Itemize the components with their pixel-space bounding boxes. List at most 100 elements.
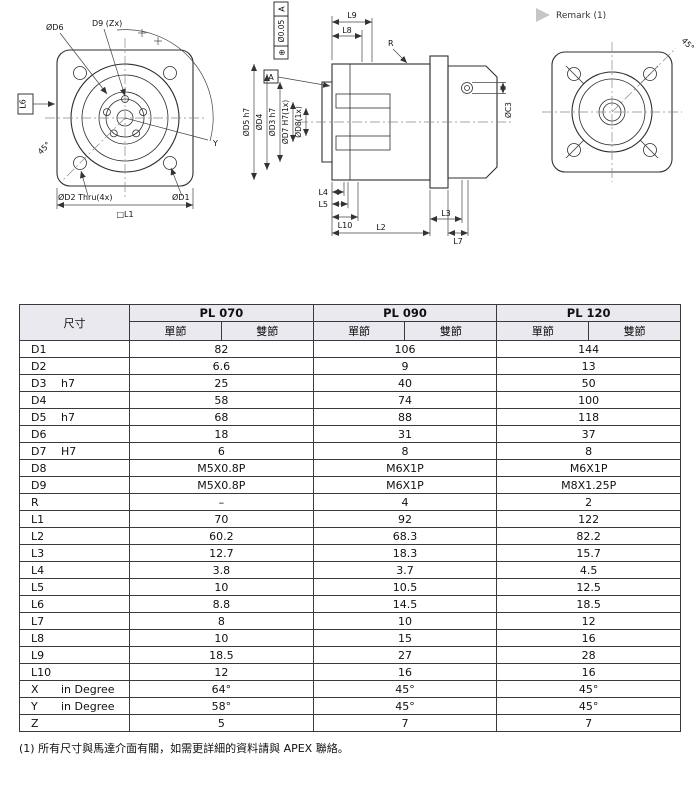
label-d5: ØD5 h7: [242, 108, 251, 137]
value-L9-PL090: 27: [312, 646, 498, 664]
mount-hole: [163, 156, 177, 170]
label-l2: L2: [376, 223, 386, 232]
mount-hole: [567, 143, 581, 157]
remark-triangle-icon: [536, 8, 550, 22]
label-l6: L6: [19, 99, 28, 109]
angle-arc: [116, 29, 214, 142]
label-r: R: [388, 39, 394, 48]
label-d6: ØD6: [46, 22, 64, 32]
datum-a-label: A: [268, 73, 274, 82]
fcf-symbol: ⊕: [278, 49, 287, 56]
mount-hole: [73, 66, 87, 80]
value-Y-PL090: 45°: [312, 697, 498, 715]
value-L5-PL070: 10: [129, 578, 314, 596]
section-cut-marks: [138, 29, 162, 45]
value-L10-PL120: 16: [496, 663, 681, 681]
value-L7-PL120: 12: [496, 612, 681, 630]
row-label-D1: D1: [19, 340, 130, 358]
value-L2-PL070: 60.2: [129, 527, 314, 545]
row-label-L3: L3: [19, 544, 130, 562]
row-label-D6: D6: [19, 425, 130, 443]
d9-tap-hole: [103, 108, 111, 116]
value-L4-PL120: 4.5: [496, 561, 681, 579]
value-L6-PL090: 14.5: [312, 595, 498, 613]
rear-view: 45°: [542, 36, 696, 182]
value-D5-PL120: 118: [496, 408, 681, 426]
value-L1-PL120: 122: [496, 510, 681, 528]
row-label-L10: L10: [19, 663, 130, 681]
label-angle-45-right: 45°: [680, 36, 696, 52]
value-D6-PL070: 18: [129, 425, 314, 443]
value-D3-PL070: 25: [129, 374, 314, 392]
label-angle-y: Y: [212, 139, 218, 148]
value-D1-PL090: 106: [312, 340, 498, 358]
value-D7-PL090: 8: [312, 442, 498, 460]
value-D1-PL070: 82: [129, 340, 314, 358]
value-L9-PL120: 28: [496, 646, 681, 664]
d2-leader: [79, 170, 89, 197]
value-D5-PL090: 88: [312, 408, 498, 426]
value-L4-PL090: 3.7: [312, 561, 498, 579]
value-L3-PL070: 12.7: [129, 544, 314, 562]
row-label-L1: L1: [19, 510, 130, 528]
label-l8: L8: [342, 26, 352, 35]
row-label-L8: L8: [19, 629, 130, 647]
value-D9-PL070: M5X0.8P: [129, 476, 314, 494]
value-D9-PL120: M8X1.25P: [496, 476, 681, 494]
label-remark: Remark (1): [556, 11, 606, 21]
row-label-D2: D2: [19, 357, 130, 375]
label-l5: L5: [318, 200, 328, 209]
y-angle-leg: [124, 117, 209, 141]
row-label-L9: L9: [19, 646, 130, 664]
label-l3: L3: [441, 209, 451, 218]
row-label-L7: L7: [19, 612, 130, 630]
value-D8-PL070: M5X0.8P: [129, 459, 314, 477]
dimension-table: 尺寸 PL 070 PL 090 PL 120 單節 雙節 單節 雙節 單節 雙…: [19, 304, 681, 732]
front-view: Y ØD6 D9 (Zx) L6 45° ØD2 Thru(4x) ØD1: [17, 19, 218, 219]
value-D2-PL090: 9: [312, 357, 498, 375]
value-D4-PL120: 100: [496, 391, 681, 409]
value-D9-PL090: M6X1P: [312, 476, 498, 494]
motor-adapter: [447, 65, 498, 179]
value-L3-PL090: 18.3: [312, 544, 498, 562]
value-D3-PL120: 50: [496, 374, 681, 392]
value-L7-PL090: 10: [312, 612, 498, 630]
row-label-L5: L5: [19, 578, 130, 596]
value-D5-PL070: 68: [129, 408, 314, 426]
mount-hole: [567, 67, 581, 81]
table-header-row-1: 尺寸 PL 070 PL 090 PL 120: [19, 304, 681, 341]
value-L10-PL090: 16: [312, 663, 498, 681]
value-L1-PL090: 92: [312, 510, 498, 528]
mount-hole: [643, 143, 657, 157]
centerline-45: [62, 117, 126, 181]
footnote: (1) 所有尺寸與馬達介面有關，如需更詳細的資料請與 APEX 聯絡。: [19, 742, 349, 755]
dimension-header: 尺寸: [19, 304, 130, 341]
fcf-tolerance: Ø0.05: [277, 19, 286, 42]
value-D4-PL070: 58: [129, 391, 314, 409]
r-leader: [392, 48, 408, 64]
shaft-section-lower: [335, 135, 391, 151]
value-L7-PL070: 8: [129, 612, 314, 630]
mount-hole: [163, 66, 177, 80]
value-X-PL120: 45°: [496, 680, 681, 698]
value-L6-PL070: 8.8: [129, 595, 314, 613]
table-header-row-2: 單節 雙節 單節 雙節 單節 雙節: [20, 321, 681, 341]
value-D4-PL090: 74: [312, 391, 498, 409]
section-view: ⊕ Ø0.05 A Remark (1): [242, 1, 606, 246]
value-L8-PL120: 16: [496, 629, 681, 647]
shaft-section-upper: [335, 93, 391, 109]
value-D7-PL120: 8: [496, 442, 681, 460]
